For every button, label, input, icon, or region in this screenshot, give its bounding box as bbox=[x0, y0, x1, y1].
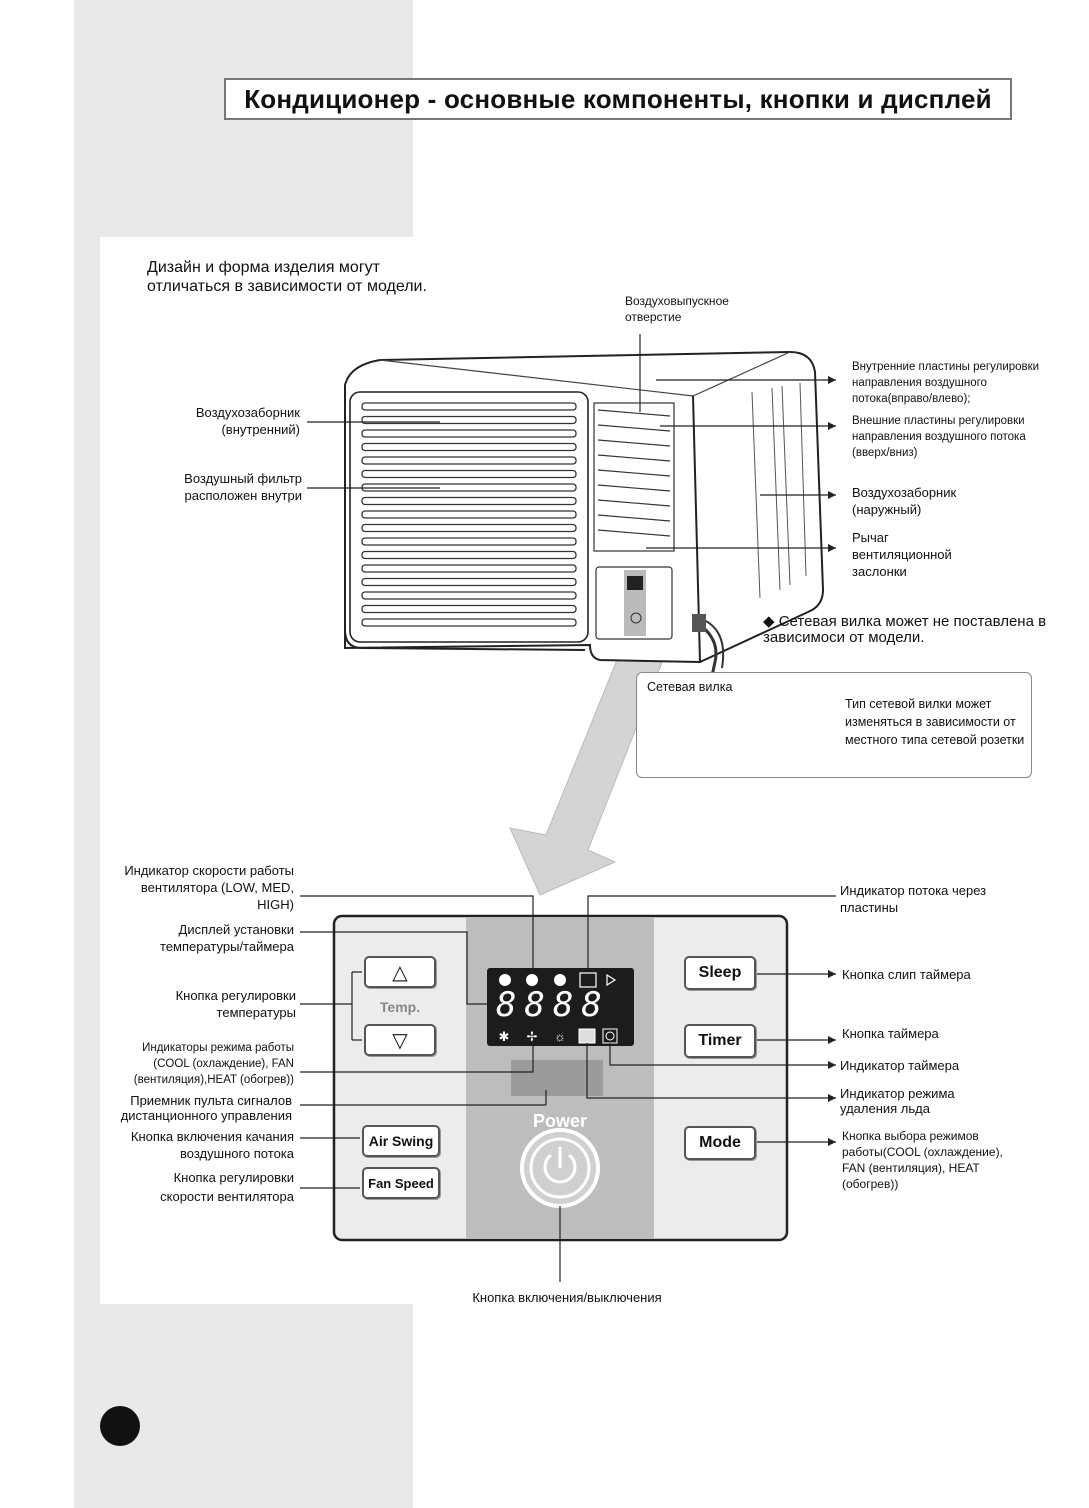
page-title: Кондиционер - основные компоненты, кнопк… bbox=[224, 78, 1012, 120]
front-louver-slat bbox=[361, 550, 577, 560]
power-button[interactable] bbox=[522, 1130, 598, 1206]
label-mode-button: Кнопка выбора режимов работы(COOL (охлаж… bbox=[842, 1129, 1003, 1191]
label-air-intake-outer: Воздухозаборник (наружный) bbox=[852, 485, 957, 517]
side-louver-slat bbox=[597, 484, 671, 492]
plug-box-title: Сетевая вилка bbox=[647, 680, 733, 694]
label-air-outlet: Воздуховыпускное отверстие bbox=[625, 294, 729, 324]
plug-box-text: Тип сетевой вилки может изменяться в зав… bbox=[845, 697, 1025, 747]
label-mode-indicators: Индикаторы режима работы (COOL (охлажден… bbox=[133, 1042, 294, 1086]
page-bg-strip-left bbox=[74, 237, 100, 1304]
front-louver-slat bbox=[361, 429, 577, 438]
label-inner-louvers: Внутренние пластины регулировки направле… bbox=[852, 361, 1040, 405]
fan-speed-button[interactable]: Fan Speed bbox=[362, 1167, 440, 1199]
plug-note: ◆ Сетевая вилка может не поставлена в за… bbox=[763, 613, 1047, 646]
air-swing-button[interactable]: Air Swing bbox=[362, 1125, 440, 1157]
svg-text:☼: ☼ bbox=[554, 1029, 566, 1044]
front-louver-slat bbox=[361, 564, 577, 573]
page-bg-strip-bottom bbox=[74, 1304, 413, 1508]
front-louver-slat bbox=[361, 604, 577, 614]
front-louver-slat bbox=[361, 469, 577, 479]
front-louver-slat bbox=[361, 618, 577, 627]
side-louver-slat bbox=[597, 424, 671, 432]
front-louver-slat bbox=[361, 456, 577, 465]
front-louver-slat bbox=[361, 510, 577, 519]
label-air-swing-button: Кнопка включения качания воздушного пото… bbox=[130, 1129, 294, 1161]
front-louver-slat bbox=[361, 577, 577, 587]
front-louver-slat bbox=[361, 442, 577, 452]
front-louver-slat bbox=[361, 496, 577, 506]
power-label: Power bbox=[532, 1111, 588, 1131]
label-fan-speed-button: Кнопка регулировки скорости вентилятора bbox=[160, 1170, 294, 1204]
front-louver-slat bbox=[361, 415, 577, 425]
label-vent-lever: Рычаг вентиляционной заслонки bbox=[852, 530, 952, 579]
temp-down-button[interactable]: ▽ bbox=[364, 1024, 436, 1056]
label-fan-speed-indicator: Индикатор скорости работы вентилятора (L… bbox=[124, 863, 294, 912]
front-louver-slat bbox=[361, 537, 577, 546]
side-louver-slat bbox=[597, 529, 671, 537]
temp-up-button[interactable]: △ bbox=[364, 956, 436, 988]
label-timer-button: Кнопка таймера bbox=[842, 1026, 939, 1041]
plug-info-box: Сетевая вилка Тип сетевой вилки может из… bbox=[636, 672, 1032, 778]
label-louver-indicator: Индикатор потока через пластины bbox=[840, 883, 987, 915]
front-louver-slat bbox=[361, 591, 577, 600]
label-sleep-button: Кнопка слип таймера bbox=[842, 967, 971, 982]
label-power-button: Кнопка включения/выключения bbox=[472, 1290, 662, 1305]
svg-text:✢: ✢ bbox=[527, 1029, 538, 1044]
label-timer-indicator: Индикатор таймера bbox=[840, 1058, 960, 1073]
label-air-filter: Воздушный фильтр расположен внутри bbox=[184, 471, 302, 503]
label-temp-button: Кнопка регулировки температуры bbox=[175, 988, 296, 1020]
side-louver-slat bbox=[597, 499, 671, 507]
temperature-display: 8888 bbox=[496, 985, 610, 1025]
side-louver-slat bbox=[597, 409, 671, 417]
page-number-marker bbox=[100, 1406, 140, 1446]
side-louver-slat bbox=[597, 454, 671, 462]
label-outer-louvers: Внешние пластины регулировки направления… bbox=[852, 415, 1026, 459]
side-louver-slat bbox=[597, 469, 671, 477]
front-louver-slat bbox=[361, 523, 577, 533]
triangle-up-icon: △ bbox=[392, 961, 408, 984]
label-remote-receiver: Приемник пульта сигналов дистанционного … bbox=[120, 1093, 292, 1123]
intro-text: Дизайн и форма изделия могут отличаться … bbox=[147, 259, 427, 295]
label-deice-indicator: Индикатор режима удаления льда bbox=[840, 1086, 955, 1116]
mode-button[interactable]: Mode bbox=[684, 1126, 756, 1160]
label-air-intake-inner: Воздухозаборник (внутренний) bbox=[195, 405, 300, 437]
timer-button[interactable]: Timer bbox=[684, 1024, 756, 1058]
svg-text:✱: ✱ bbox=[499, 1029, 510, 1044]
front-louver-slat bbox=[361, 402, 577, 411]
side-louver-slat bbox=[597, 514, 671, 522]
temp-label: Temp. bbox=[379, 999, 421, 1015]
sleep-button[interactable]: Sleep bbox=[684, 956, 756, 990]
side-louver-slat bbox=[597, 439, 671, 447]
triangle-down-icon: ▽ bbox=[392, 1029, 408, 1052]
label-temp-timer-display: Дисплей установки температуры/таймера bbox=[160, 922, 294, 954]
